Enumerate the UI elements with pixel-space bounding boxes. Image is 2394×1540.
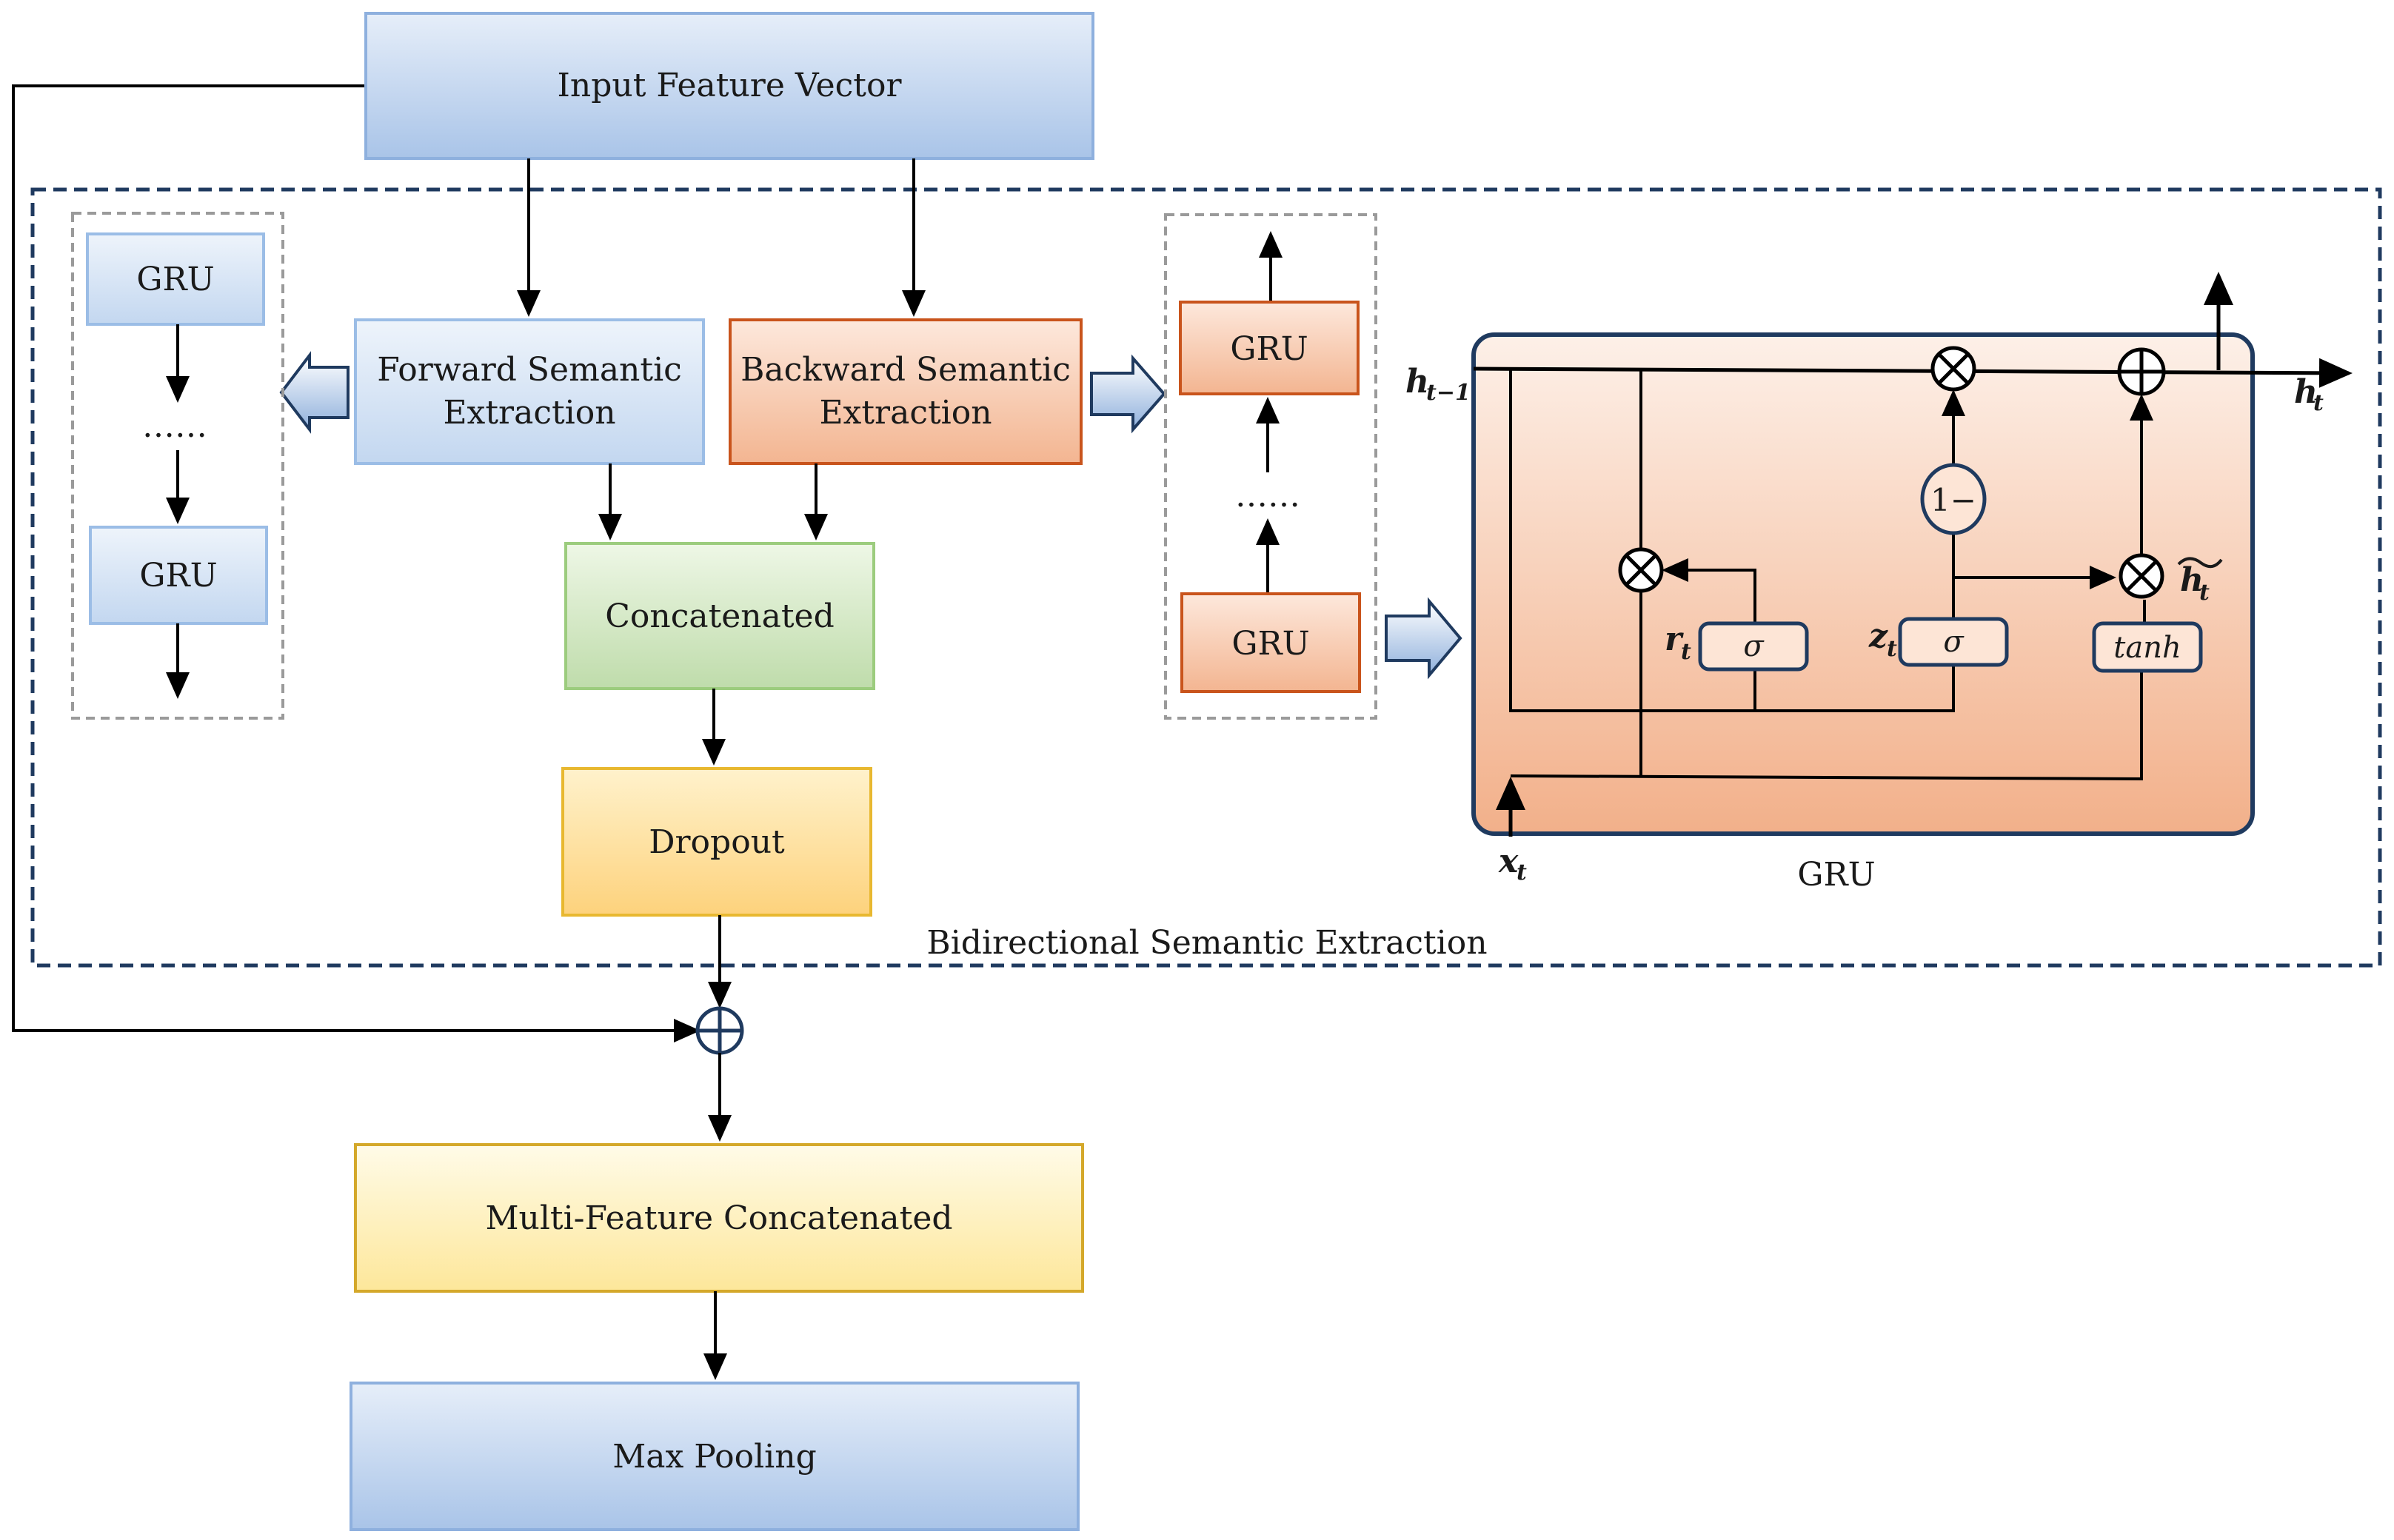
reset-multiply-node: [1618, 547, 1664, 593]
right-gru-dots: ……: [1235, 477, 1300, 515]
wire-x-bottom-bus: [1510, 668, 2143, 781]
sigma-z-box: [1898, 617, 2009, 667]
z-gate-label: z: [1868, 617, 1888, 655]
input-feature-vector-box: [364, 12, 1094, 160]
max-pooling-box: [350, 1382, 1080, 1531]
left-gru-top-label: GRU: [136, 261, 214, 298]
block-arrow-right-top: [1090, 354, 1166, 434]
top-multiply-node: [1930, 346, 1976, 392]
dropout-label: Dropout: [649, 823, 785, 861]
wire-h-to-bus: [1509, 370, 1955, 712]
forward-semantic-extraction-line2: Extraction: [443, 394, 615, 432]
left-gru-bottom-box: [89, 526, 268, 625]
block-arrow-left: [279, 351, 350, 434]
block-arrow-right-bottom: [1385, 597, 1462, 680]
backward-semantic-extraction-line1: Backward Semantic: [740, 351, 1071, 389]
h-tilde-label: h: [2180, 561, 2204, 599]
one-minus-node: 1−: [1920, 463, 1987, 535]
left-gru-top-box: [86, 232, 265, 326]
left-gru-bottom-label: GRU: [139, 557, 217, 595]
gru-cell-caption: GRU: [1797, 856, 1875, 894]
max-pooling-label: Max Pooling: [612, 1438, 817, 1476]
concatenated-box: [564, 542, 875, 690]
bidirectional-region-label: Bidirectional Semantic Extraction: [926, 924, 1487, 962]
top-add-node: [2117, 347, 2166, 396]
sigma-r-label: σ: [1743, 629, 1765, 663]
h-tilde-subscript: t: [2199, 580, 2210, 606]
x-in-subscript: t: [1517, 860, 1527, 886]
h-out-label: h: [2294, 373, 2318, 411]
right-gru-bottom-box: [1180, 592, 1361, 693]
h-tilde-accent: [2177, 557, 2223, 569]
right-gru-top-box: [1179, 301, 1360, 395]
bidirectional-region: [30, 187, 2382, 968]
r-gate-label: r: [1665, 620, 1684, 658]
wire-sigma-r-to-mult: [1662, 558, 1756, 622]
left-gru-dots: ……: [142, 407, 207, 445]
multi-feature-concatenated-label: Multi-Feature Concatenated: [485, 1199, 952, 1237]
skip-connection-line: [12, 84, 701, 1042]
z-gate-subscript: t: [1887, 636, 1897, 662]
candidate-multiply-node: [2119, 553, 2164, 599]
gru-cell-detail: h t−1 h t x t: [1405, 272, 2353, 894]
hidden-state-line: [1473, 358, 2353, 388]
r-gate-subscript: t: [1681, 639, 1691, 665]
h-prev-subscript: t−1: [1426, 380, 1471, 406]
backward-semantic-extraction-box: [729, 318, 1083, 465]
dropout-box: [561, 767, 872, 917]
tanh-box: [2092, 621, 2203, 673]
backward-semantic-extraction-line2: Extraction: [819, 394, 992, 432]
right-gru-top-label: GRU: [1230, 330, 1308, 368]
h-out-subscript: t: [2313, 390, 2324, 416]
multi-feature-concatenated-box: [354, 1143, 1084, 1293]
right-gru-stack-frame: [1164, 213, 1377, 720]
gru-cell-box: [1471, 332, 2255, 836]
tanh-label: tanh: [2113, 631, 2181, 665]
forward-semantic-extraction-box: [354, 318, 705, 465]
concatenated-label: Concatenated: [605, 597, 835, 635]
left-gru-stack-frame: [71, 212, 284, 720]
right-gru-bottom-label: GRU: [1231, 625, 1309, 663]
input-feature-vector-label: Input Feature Vector: [558, 67, 903, 104]
sigma-r-box: [1698, 621, 1809, 672]
h-prev-label: h: [1405, 363, 1429, 401]
one-minus-label: 1−: [1930, 482, 1976, 518]
sigma-z-label: σ: [1943, 625, 1965, 659]
forward-semantic-extraction-line1: Forward Semantic: [377, 351, 682, 389]
residual-add-node: [695, 1006, 744, 1055]
x-in-label: x: [1498, 843, 1519, 880]
